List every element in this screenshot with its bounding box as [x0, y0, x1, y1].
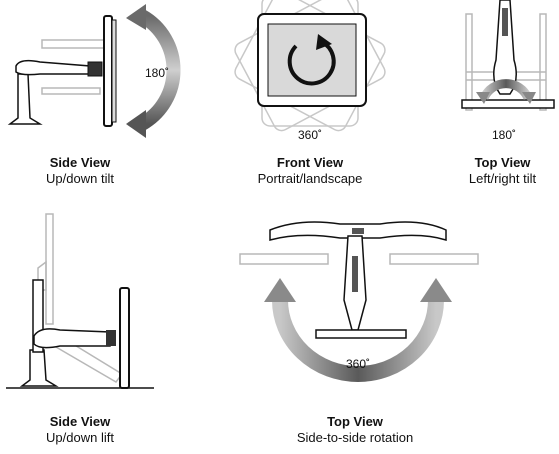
caption-subtitle: Side-to-side rotation	[296, 430, 414, 445]
caption-title: Front View	[276, 155, 344, 170]
caption-subtitle: Up/down tilt	[46, 171, 114, 186]
caption-title: Top View	[474, 155, 531, 170]
angle-label: 360˚	[298, 128, 323, 142]
angle-label: 180˚	[492, 128, 517, 142]
curved-arrow-icon	[138, 9, 181, 131]
caption-subtitle: Left/right tilt	[468, 171, 537, 186]
caption-title: Side View	[49, 414, 111, 429]
side-view-tilt-illustration	[7, 4, 181, 138]
angle-label: 360˚	[346, 357, 371, 371]
caption-top-view-rotation: Top View Side-to-side rotation	[270, 414, 440, 446]
caption-side-view-lift: Side View Up/down lift	[20, 414, 140, 446]
top-view-rotation-illustration	[239, 221, 479, 382]
caption-subtitle: Portrait/landscape	[257, 171, 363, 186]
caption-subtitle: Up/down lift	[46, 430, 114, 445]
side-view-lift-illustration	[6, 213, 154, 389]
top-view-tilt-illustration	[461, 0, 555, 111]
caption-top-view-tilt: Top View Left/right tilt	[450, 155, 555, 187]
angle-label: 180˚	[145, 66, 170, 80]
caption-side-view-tilt: Side View Up/down tilt	[20, 155, 140, 187]
caption-title: Top View	[327, 414, 383, 429]
curved-arrow-icon	[272, 299, 444, 382]
circular-arrow-icon	[287, 40, 336, 86]
caption-title: Side View	[49, 155, 111, 170]
front-view-rotation-illustration	[234, 0, 386, 132]
caption-front-view: Front View Portrait/landscape	[240, 155, 380, 187]
